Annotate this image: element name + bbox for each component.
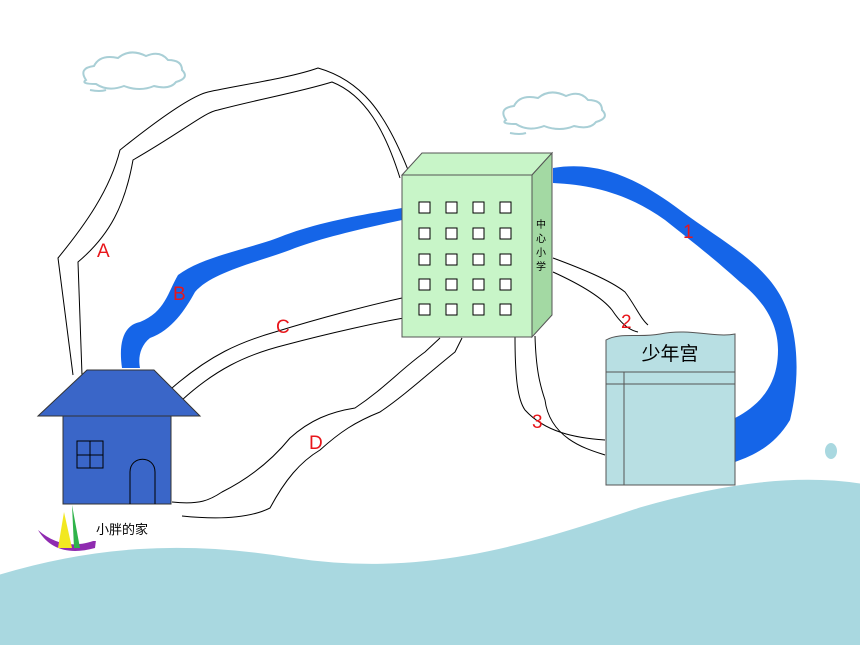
sailboat-icon (38, 505, 96, 551)
youth-palace-label: 少年宫 (641, 343, 698, 365)
route-label-2: 2 (621, 312, 632, 333)
route-label-a: A (97, 241, 110, 262)
window-icon (76, 440, 104, 469)
school-building: 中心小学 (400, 151, 554, 339)
route-label-1: 1 (683, 222, 694, 243)
home-label: 小胖的家 (96, 522, 148, 538)
cloud-icon (502, 91, 606, 135)
route-label-3: 3 (532, 412, 543, 433)
road-3 (514, 335, 606, 456)
road-a (57, 67, 411, 376)
cloud-icon (82, 51, 186, 92)
river-1 (553, 166, 797, 462)
route-label-c: C (276, 317, 290, 338)
youth-palace-building: 少年宫 (605, 331, 736, 486)
home-house (36, 369, 202, 505)
river-b (120, 208, 402, 368)
door-icon (129, 458, 156, 504)
ground-wave (0, 479, 860, 645)
road-d (171, 337, 463, 519)
road-c (171, 297, 405, 401)
route-label-b: B (173, 284, 186, 305)
water-drop-icon (825, 443, 837, 459)
road-2 (552, 257, 649, 333)
school-label: 中心小学 (536, 218, 546, 273)
route-label-d: D (309, 433, 323, 454)
